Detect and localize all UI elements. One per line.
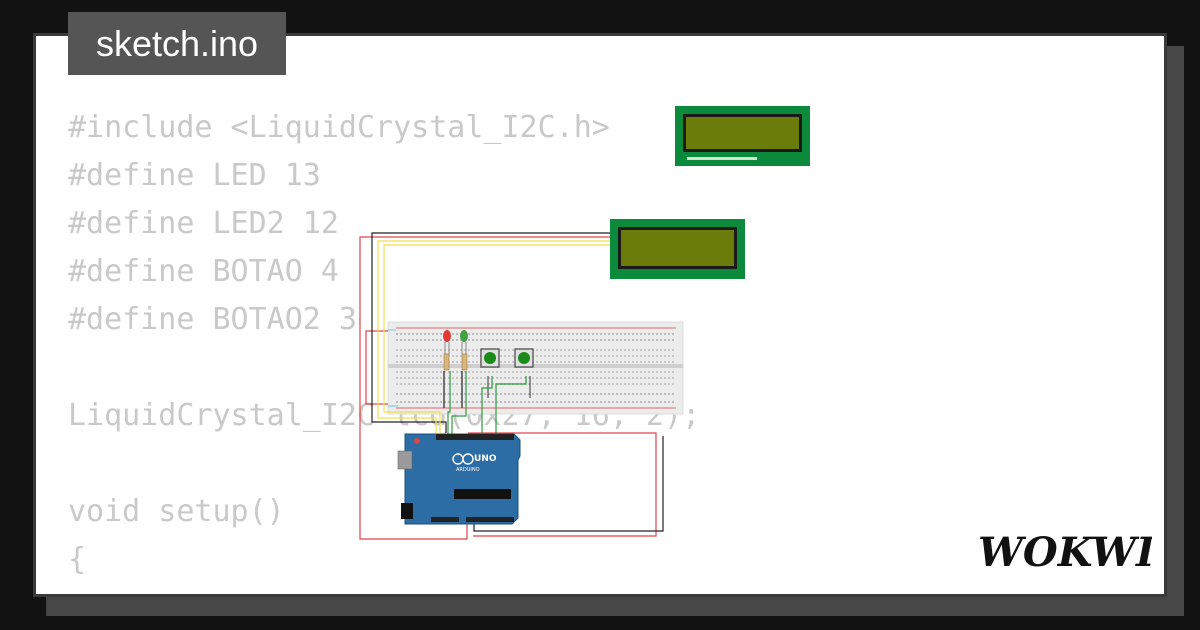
pushbutton-icon [514, 348, 534, 368]
code-line: #include <LiquidCrystal_I2C.h> [68, 110, 610, 145]
pushbutton-icon [480, 348, 500, 368]
arduino-uno-icon: UNO ARDUINO [397, 433, 521, 525]
preview-card: #include <LiquidCrystal_I2C.h> #define LE… [33, 33, 1167, 597]
filename-tab: sketch.ino [68, 12, 286, 75]
wokwi-logo-icon: WOKWI [978, 529, 1152, 576]
code-line: #define BOTAO2 3 [68, 302, 357, 337]
wokwi-logo-text: WOKWI [978, 529, 1152, 576]
lcd-display-icon [675, 106, 810, 166]
code-line: #define LED2 12 [68, 206, 339, 241]
lcd-display-icon [610, 219, 745, 279]
code-line: void setup() [68, 494, 285, 529]
led-red-icon [443, 330, 451, 354]
code-line: #define LED 13 [68, 158, 321, 193]
code-line: #define BOTAO 4 [68, 254, 339, 289]
led-green-icon [460, 330, 468, 354]
breadboard-icon [387, 321, 684, 415]
circuit-diagram: UNO ARDUINO [359, 232, 684, 540]
code-preview: #include <LiquidCrystal_I2C.h> #define LE… [68, 104, 700, 594]
arduino-model-label: UNO [474, 454, 497, 464]
arduino-brand-label: ARDUINO [456, 467, 480, 473]
code-line: { [68, 542, 87, 577]
code-line: lcd.begin(16,2); [68, 584, 700, 594]
